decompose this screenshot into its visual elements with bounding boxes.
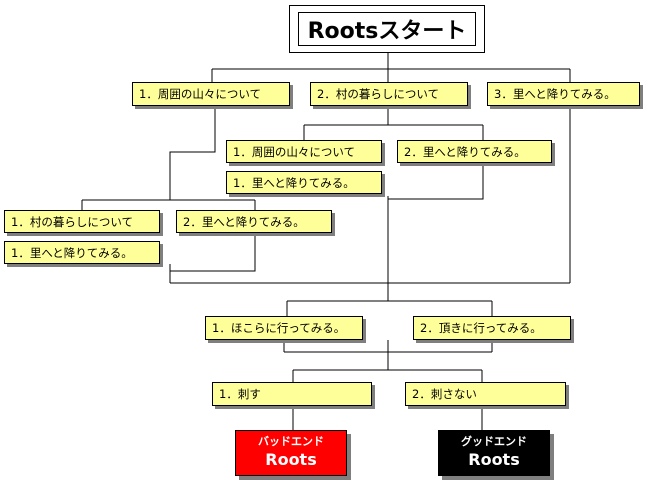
connector-endings xyxy=(292,406,483,430)
choice-d2: 2．頂きに行ってみる。 xyxy=(413,316,571,340)
start-title: Rootsスタート xyxy=(298,12,476,46)
choice-d1: 1．ほこらに行ってみる。 xyxy=(205,316,363,340)
choice-a3: 3．里へと降りてみる。 xyxy=(487,82,640,106)
connector-a1 xyxy=(81,106,256,210)
choice-b3: 1．里へと降りてみる。 xyxy=(226,171,382,194)
ending-good-kana: グッドエンド xyxy=(461,435,527,448)
choice-b2: 2．里へと降りてみる。 xyxy=(397,140,552,163)
connector-start xyxy=(211,53,571,82)
choice-c3: 1．里へと降りてみる。 xyxy=(4,241,160,264)
connector-merge-b xyxy=(387,164,484,301)
choice-a1: 1．周囲の山々について xyxy=(132,82,290,106)
choice-e1: 1．刺す xyxy=(212,382,372,406)
choice-b1: 1．周囲の山々について xyxy=(226,140,382,163)
connector-d xyxy=(286,300,493,316)
choice-c2: 2．里へと降りてみる。 xyxy=(176,210,332,233)
connector-e xyxy=(283,340,493,382)
connector-merge-c xyxy=(169,235,256,283)
ending-good-word: Roots xyxy=(468,450,520,469)
ending-bad-word: Roots xyxy=(265,450,317,469)
choice-c1: 1．村の暮らしについて xyxy=(4,210,160,233)
ending-good-box: グッドエンド Roots xyxy=(438,430,550,476)
choice-a2: 2．村の暮らしについて xyxy=(310,82,468,106)
connector-a2 xyxy=(303,106,484,140)
ending-bad-kana: バッドエンド xyxy=(258,435,324,448)
choice-e2: 2．刺さない xyxy=(405,382,566,406)
ending-bad-box: バッドエンド Roots xyxy=(235,430,347,476)
start-box: Rootsスタート xyxy=(289,5,485,53)
